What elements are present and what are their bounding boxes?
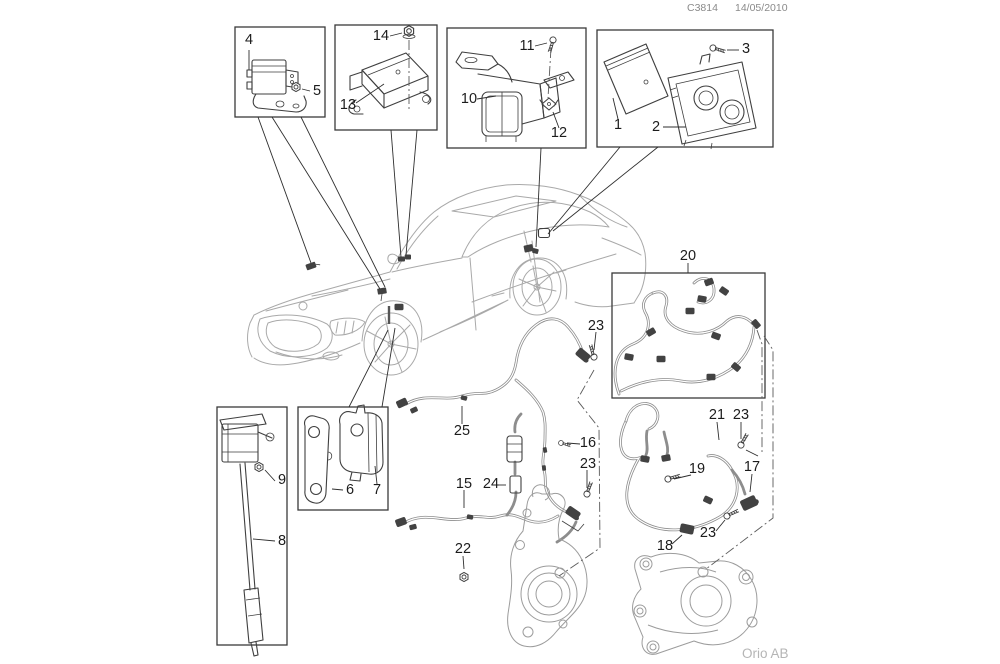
inset-box-parts-8-9 xyxy=(216,406,288,646)
callout-23-c: 23 xyxy=(700,525,716,541)
callout-17: 17 xyxy=(744,459,760,475)
abs-sensor-head-upper xyxy=(575,347,591,363)
screw-23-d-icon xyxy=(582,480,594,499)
callout-3: 3 xyxy=(742,41,750,57)
part-1-control-module xyxy=(603,43,669,115)
leader-lines xyxy=(257,116,659,408)
callout-23-a: 23 xyxy=(588,318,604,334)
abs-sensor-head-lower xyxy=(565,506,581,521)
harness-20 xyxy=(613,277,762,396)
rear-sensor-marker xyxy=(523,244,539,254)
callout-9: 9 xyxy=(278,472,286,488)
part-24-sensor xyxy=(505,412,523,517)
inset-box-parts-13-14 xyxy=(334,24,438,131)
cowl-sensor-marker xyxy=(377,287,387,302)
inset-box-parts-1-3 xyxy=(596,29,774,148)
rear-grommet-marker xyxy=(537,227,551,239)
rear-knuckle xyxy=(632,552,758,655)
part-2-module-bracket xyxy=(667,53,757,150)
connector-17 xyxy=(740,495,759,511)
callout-14: 14 xyxy=(373,28,389,44)
callout-15: 15 xyxy=(456,476,472,492)
car-illustration xyxy=(247,184,647,376)
callout-12: 12 xyxy=(551,125,567,141)
callout-5: 5 xyxy=(313,83,321,99)
inset-box-part-20 xyxy=(611,272,766,399)
screw-axis-line xyxy=(547,47,552,99)
doc-date: 14/05/2010 xyxy=(735,2,788,14)
callout-24: 24 xyxy=(483,476,499,492)
height-sensor-marker xyxy=(387,303,404,324)
reference-lines xyxy=(558,329,774,577)
cowl-connector-marker xyxy=(398,254,411,262)
callout-10: 10 xyxy=(461,91,477,107)
callout-18: 18 xyxy=(657,538,673,554)
connector-18 xyxy=(679,523,695,535)
rear-wheel xyxy=(512,258,562,316)
callout-11: 11 xyxy=(519,38,534,54)
callout-8: 8 xyxy=(278,533,286,549)
callout-19: 19 xyxy=(689,461,705,477)
screw-19-icon xyxy=(663,471,682,484)
callout-22: 22 xyxy=(455,541,471,557)
front-wheel xyxy=(363,312,419,376)
callout-tick-lines xyxy=(248,32,753,570)
part-13-yaw-sensor xyxy=(348,40,432,115)
nut-14-icon xyxy=(402,25,416,39)
inset-box-parts-6-7 xyxy=(297,406,389,511)
callout-20: 20 xyxy=(680,248,696,264)
harness-21 xyxy=(619,402,759,535)
screw-23-c-icon xyxy=(722,506,741,521)
hood-sensor-marker xyxy=(305,261,321,271)
doc-code: C3814 xyxy=(687,2,718,14)
callout-7: 7 xyxy=(373,482,381,498)
callout-25: 25 xyxy=(454,423,470,439)
screw-3-icon xyxy=(708,43,727,55)
callout-16: 16 xyxy=(580,435,596,451)
part-7-bracket xyxy=(339,404,384,482)
nut-22-icon xyxy=(459,571,469,583)
brand-watermark: Orio AB xyxy=(742,646,789,661)
callout-4: 4 xyxy=(245,32,253,48)
inset-box-parts-10-12 xyxy=(446,27,587,149)
callout-23-b: 23 xyxy=(733,407,749,423)
nut-9-icon xyxy=(254,461,264,473)
callout-6: 6 xyxy=(346,482,354,498)
screw-11-icon xyxy=(546,35,558,54)
callout-23-d: 23 xyxy=(580,456,596,472)
clip-12-icon xyxy=(539,97,559,111)
callout-21: 21 xyxy=(709,407,725,423)
nut-5-icon xyxy=(291,81,301,93)
part-8-height-sensor xyxy=(219,413,275,657)
screw-16-icon xyxy=(557,439,572,448)
callout-2: 2 xyxy=(652,119,660,135)
front-sensor-cables xyxy=(394,317,591,544)
part-10-bracket-module xyxy=(455,47,575,142)
front-knuckle xyxy=(507,484,588,648)
part-6-bracket-plate xyxy=(304,415,333,504)
callout-13: 13 xyxy=(340,97,356,113)
callout-labels: 4 5 13 14 10 11 12 1 2 3 9 8 6 7 25 23 1… xyxy=(245,28,760,557)
inset-box-parts-4-5 xyxy=(234,26,326,118)
screw-23-b-icon xyxy=(736,431,750,450)
callout-1: 1 xyxy=(614,117,622,133)
